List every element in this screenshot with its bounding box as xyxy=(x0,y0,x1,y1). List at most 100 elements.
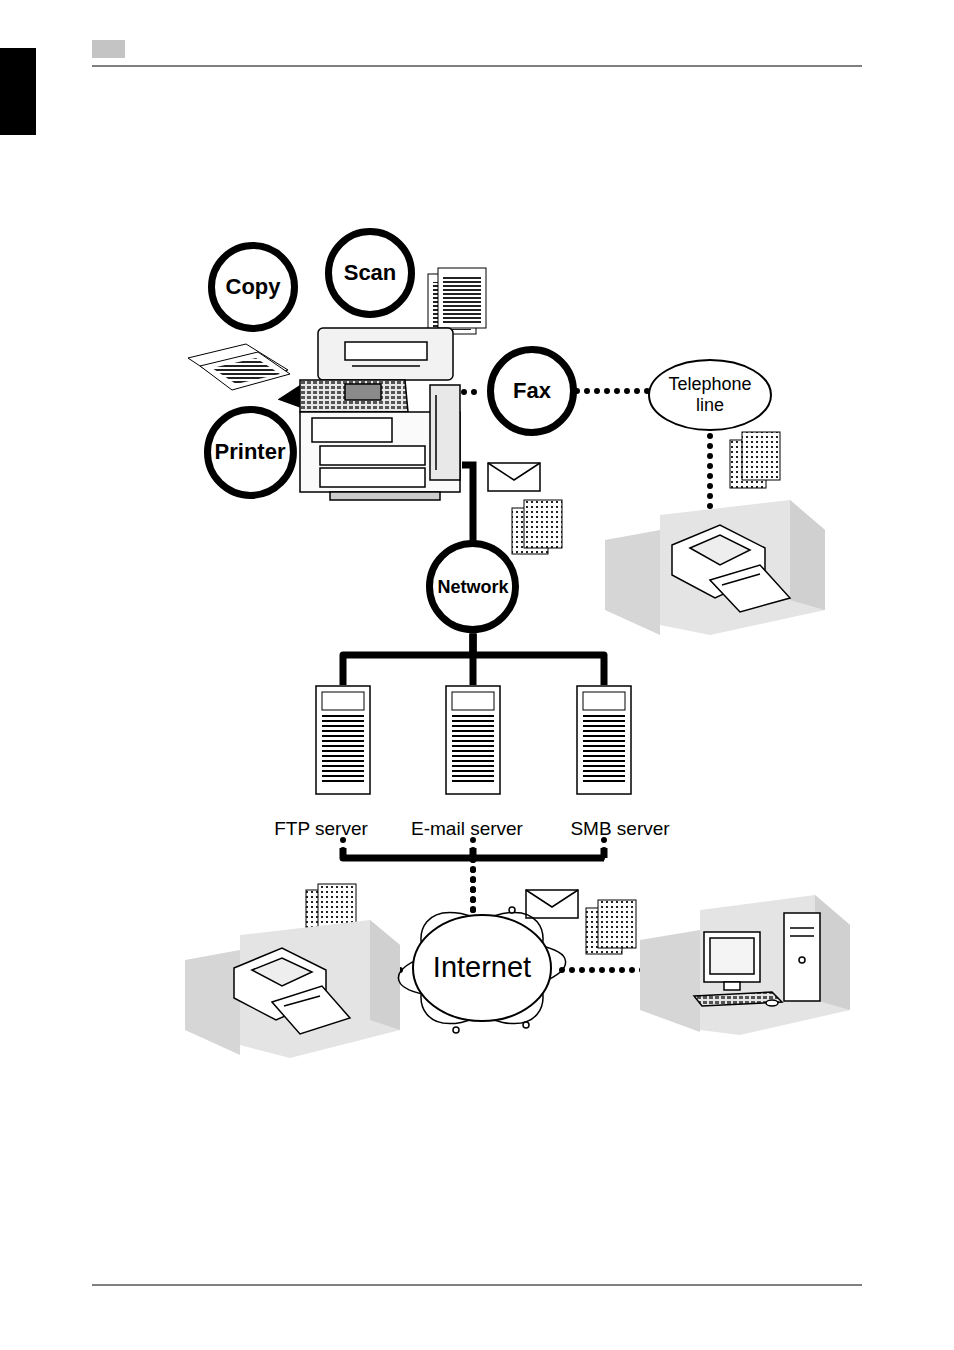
fax-scene-left xyxy=(370,920,400,1030)
telephone-line-ellipse: Telephone line xyxy=(648,359,772,431)
node-content: SMB server xyxy=(565,685,675,840)
circle-outline xyxy=(491,350,574,433)
server-frame xyxy=(565,685,675,840)
original-sheets xyxy=(438,268,486,328)
circle-outline xyxy=(207,409,293,495)
network-circle: Network xyxy=(426,540,519,633)
server-icon xyxy=(452,775,494,777)
copier xyxy=(318,328,453,380)
dotted-links xyxy=(707,436,713,508)
copier xyxy=(320,468,425,487)
server-icon xyxy=(316,686,370,794)
computer-scene xyxy=(799,957,805,963)
copier xyxy=(352,365,420,367)
server-icon xyxy=(322,735,364,737)
server-node: E-mail server xyxy=(407,685,527,840)
ellipse-outline xyxy=(413,915,551,1021)
node-label: E-mail server xyxy=(411,818,523,840)
page-header xyxy=(92,40,125,58)
copier xyxy=(300,328,460,500)
node-content: Fax xyxy=(487,346,577,436)
node-label: Telephone line xyxy=(658,374,762,415)
arrowheads xyxy=(324,510,718,978)
fax-scene-right xyxy=(672,525,790,612)
server-icon xyxy=(452,765,494,767)
scan-circle: Scan xyxy=(325,228,415,318)
server-icon xyxy=(322,755,364,757)
internet-orbits xyxy=(509,907,515,913)
server-icon xyxy=(583,780,625,782)
fax-circle: Fax xyxy=(487,346,577,436)
wires xyxy=(462,465,473,541)
server-icon xyxy=(322,765,364,767)
server-icon xyxy=(452,725,494,727)
dotted-links xyxy=(340,392,710,970)
server-icon xyxy=(452,760,494,762)
copier xyxy=(430,385,460,480)
envelope-icon xyxy=(526,890,578,907)
server-icon xyxy=(452,745,494,747)
connector xyxy=(343,840,473,914)
fax-scene-left xyxy=(185,950,240,1055)
envelope-icon xyxy=(526,890,578,918)
computer-scene xyxy=(790,927,814,929)
node-label: Network xyxy=(437,577,508,598)
computer-scene xyxy=(694,992,782,1006)
node-label: Copy xyxy=(226,274,281,299)
copier xyxy=(435,395,437,470)
server-frame xyxy=(266,685,376,840)
connector xyxy=(343,634,473,686)
server-icon xyxy=(583,755,625,757)
internet-orbits xyxy=(523,1022,529,1028)
copier xyxy=(345,342,427,360)
server-icon xyxy=(322,745,364,747)
server-icon xyxy=(322,725,364,727)
fax-scene-right xyxy=(605,530,660,635)
node-label: SMB server xyxy=(570,818,669,840)
fax-sheets xyxy=(598,900,636,948)
printer-circle: Printer xyxy=(204,406,297,499)
fax-sheets xyxy=(524,500,562,548)
server-icon xyxy=(322,770,364,772)
page-header xyxy=(92,66,862,67)
copier xyxy=(330,492,440,500)
computer-scene xyxy=(710,938,754,974)
fax-scene-left xyxy=(272,986,350,1034)
server-icon xyxy=(322,780,364,782)
server-icon xyxy=(316,686,370,794)
computer-scene xyxy=(640,930,700,1032)
fax-scene-left xyxy=(234,948,350,1034)
server-icon xyxy=(452,780,494,782)
internet-orbits xyxy=(401,891,563,1045)
output-sheets xyxy=(200,352,290,390)
server-icon xyxy=(322,775,364,777)
server-icon xyxy=(452,740,494,742)
node-content: E-mail server xyxy=(407,685,527,840)
node-content: FTP server xyxy=(266,685,376,840)
copier xyxy=(312,418,392,442)
dotted-links xyxy=(464,389,484,395)
server-icon xyxy=(583,720,625,722)
node-label: Internet xyxy=(433,951,531,984)
server-icon xyxy=(322,692,364,710)
server-icon xyxy=(322,730,364,732)
node-content: Telephone line xyxy=(648,359,772,431)
server-icon xyxy=(452,755,494,757)
node-label: Fax xyxy=(513,378,551,403)
server-icon xyxy=(583,715,625,717)
page-header xyxy=(0,48,36,135)
computer-scene xyxy=(724,982,740,990)
envelope-icon xyxy=(488,463,578,918)
circle-outline xyxy=(430,544,516,630)
fax-scene-right xyxy=(660,500,825,635)
server-icon xyxy=(452,735,494,737)
fax-scene-right xyxy=(722,574,760,585)
circle-outline xyxy=(212,246,295,329)
server-icon xyxy=(583,725,625,727)
server-icon xyxy=(583,692,625,710)
server-icon xyxy=(583,775,625,777)
computer-scene xyxy=(784,913,820,1001)
fax-sheets xyxy=(742,432,780,480)
